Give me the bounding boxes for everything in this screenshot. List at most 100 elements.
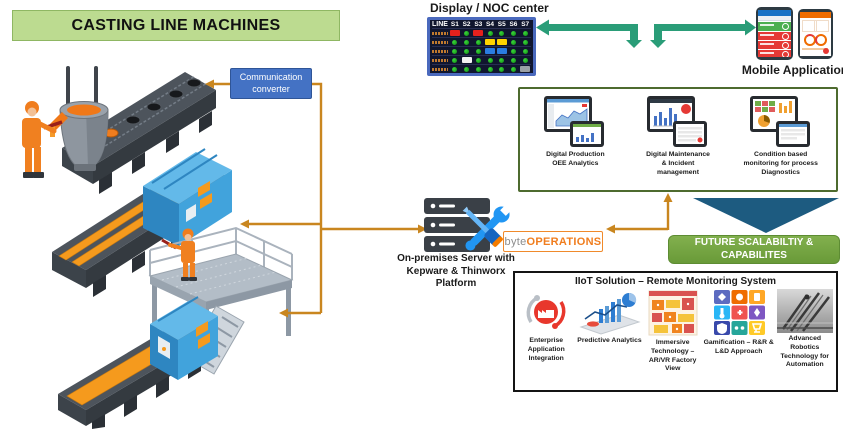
iiot-enterprise-label: Enterprise Application Integration — [527, 337, 565, 362]
status-cell — [472, 48, 484, 54]
board-row — [432, 64, 531, 73]
status-green — [510, 48, 516, 54]
status-gray — [520, 66, 531, 72]
status-cell — [472, 66, 484, 72]
board-header-cell: S1 — [450, 21, 459, 28]
status-cell — [472, 39, 484, 45]
status-cell — [484, 30, 496, 36]
status-blue — [485, 48, 496, 54]
status-green — [475, 66, 481, 72]
status-cell — [519, 48, 531, 54]
worker-on-platform-figure — [161, 228, 197, 281]
status-cell — [508, 66, 520, 72]
status-green — [464, 39, 470, 45]
status-cell — [508, 48, 520, 54]
iiot-robotics-label: Advanced Robotics Technology for Automat… — [780, 335, 830, 369]
status-cell — [461, 57, 473, 63]
iiot-immersive-label: Immersive Technology – AR/VR Factory Vie… — [648, 339, 697, 373]
status-cell — [472, 57, 484, 63]
status-green — [464, 30, 470, 36]
status-yellow — [485, 39, 496, 45]
status-red — [449, 30, 460, 36]
status-green — [522, 48, 528, 54]
maintenance-dashboard-icon — [647, 96, 707, 147]
app-oee-label: Digital Production OEE Analytics — [546, 151, 605, 167]
server-icon — [424, 198, 513, 252]
status-cell — [472, 30, 484, 36]
status-green — [522, 39, 528, 45]
status-green — [475, 57, 481, 63]
status-cell — [484, 48, 496, 54]
iiot-gamification-label: Gamification – R&R & L&D Approach — [703, 339, 774, 355]
status-cell — [449, 66, 461, 72]
status-green — [452, 48, 458, 54]
oee-dashboard-icon — [544, 96, 605, 147]
status-cell — [449, 39, 461, 45]
status-cell — [461, 48, 473, 54]
status-green — [510, 57, 516, 63]
banner-title: CASTING LINE MACHINES — [71, 16, 281, 34]
status-red — [473, 30, 484, 36]
status-green — [487, 57, 493, 63]
arvr-factory-icon — [648, 290, 698, 336]
mobile-phone-2-icon — [798, 9, 833, 59]
digital-applications-box: Digital Production OEE Analytics — [518, 87, 838, 192]
enterprise-integration-icon — [526, 295, 566, 329]
status-green — [510, 30, 516, 36]
app-condition-label: Condition based monitoring for process D… — [743, 151, 818, 176]
board-header-cell: LINE — [432, 21, 448, 28]
board-row-label — [432, 31, 448, 35]
status-cell — [496, 39, 508, 45]
mobile-application-label: Mobile Application — [741, 63, 843, 77]
casting-machine-2 — [52, 148, 232, 297]
wrench-screwdriver-icon — [462, 203, 513, 251]
status-green — [452, 66, 458, 72]
status-cell — [449, 57, 461, 63]
app-oee-analytics: Digital Production OEE Analytics — [524, 95, 627, 188]
status-cell — [496, 57, 508, 63]
status-cell — [449, 30, 461, 36]
status-green — [522, 57, 528, 63]
board-row — [432, 28, 531, 37]
board-header-cell: S3 — [474, 21, 483, 28]
iiot-enterprise-integration: Enterprise Application Integration — [517, 289, 576, 363]
status-cell — [519, 30, 531, 36]
board-row — [432, 46, 531, 55]
status-yellow — [496, 39, 507, 45]
status-cell — [519, 57, 531, 63]
teal-arrows — [536, 19, 756, 48]
status-green — [499, 57, 505, 63]
status-cell — [508, 57, 520, 63]
future-scalability-box: FUTURE SCALABILTIY & CAPABILITES — [668, 235, 840, 264]
communication-converter-box: Communication converter — [230, 68, 312, 99]
status-green — [487, 66, 493, 72]
status-cell — [484, 57, 496, 63]
board-row-label — [432, 49, 448, 53]
board-header-cell: S7 — [521, 21, 530, 28]
board-row-label — [432, 40, 448, 44]
logo-operations-text: OPERATIONS — [526, 235, 602, 248]
noc-center-title: Display / NOC center — [430, 1, 549, 15]
status-green — [452, 39, 458, 45]
app-condition-monitoring: Condition based monitoring for process D… — [729, 95, 832, 188]
status-cell — [484, 39, 496, 45]
status-cell — [519, 66, 531, 72]
robotics-photo-icon — [776, 289, 833, 333]
noc-board-rows — [432, 28, 531, 73]
logo-byte-text: byte — [504, 235, 527, 248]
casting-machine-3-platform — [58, 226, 294, 429]
board-header-cell: S6 — [509, 21, 518, 28]
status-cell — [449, 48, 461, 54]
mobile-phone-1-icon — [756, 7, 793, 60]
board-row-label — [432, 67, 448, 71]
down-triangle-icon — [693, 198, 839, 233]
status-green — [475, 48, 481, 54]
status-green — [464, 48, 470, 54]
status-green — [522, 30, 528, 36]
status-cell — [461, 66, 473, 72]
status-cell — [508, 39, 520, 45]
